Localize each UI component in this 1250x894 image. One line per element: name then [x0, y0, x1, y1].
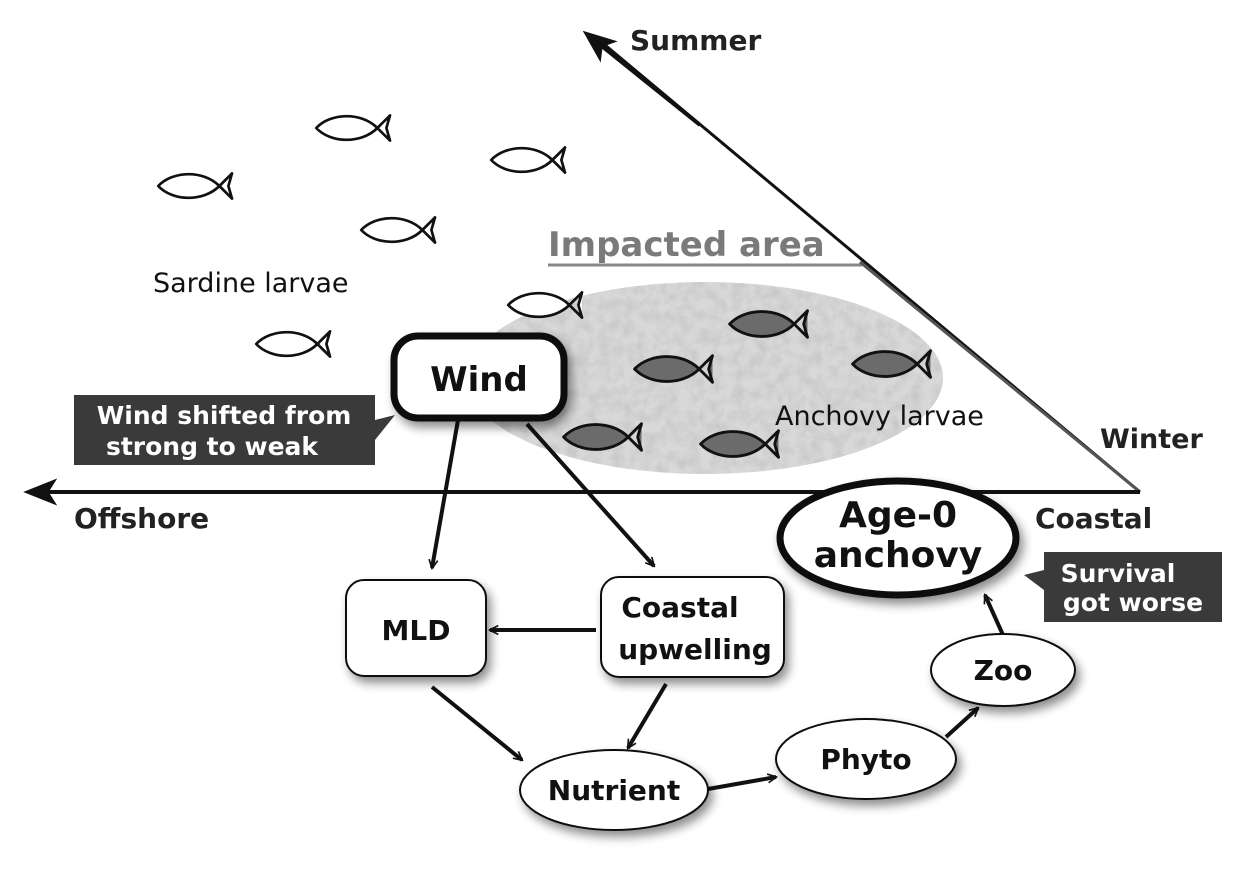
sardine-fish-icon — [254, 330, 332, 358]
zoo-node: Zoo — [930, 633, 1076, 707]
sardine-fish-icon — [359, 216, 437, 244]
arrow-wind-to-mld — [432, 419, 460, 568]
arrow-mld-to-nutrient — [430, 685, 522, 762]
offshore-label: Offshore — [74, 502, 209, 535]
impacted-area-title: Impacted area — [548, 225, 825, 265]
coastal-label: Coastal — [1035, 502, 1152, 535]
nutrient-node-label: Nutrient — [548, 774, 680, 807]
survival-callout-line1: Survival — [1061, 559, 1176, 588]
phyto-node-label: Phyto — [820, 743, 911, 776]
arrow-nutrient-to-phyto — [707, 777, 776, 791]
survival-callout-line2: got worse — [1063, 588, 1203, 617]
coastal-upwelling-label-line1: Coastal — [621, 591, 738, 624]
mld-node: MLD — [345, 579, 487, 677]
winter-label: Winter — [1100, 424, 1203, 455]
coastal-upwelling-node: Coastal upwelling — [600, 576, 785, 678]
sardine-fish-icon — [156, 172, 234, 200]
age0-anchovy-label-line2: anchovy — [814, 535, 983, 576]
zoo-node-label: Zoo — [974, 654, 1033, 687]
wind-shift-callout: Wind shifted from strong to weak — [74, 395, 395, 465]
arrow-zoo-to-age0 — [983, 595, 1005, 636]
flow-arrows — [430, 419, 1005, 791]
arrow-upwelling-to-nutrient — [626, 682, 668, 748]
sardine-fish-icon — [489, 146, 567, 174]
age0-anchovy-node: Age-0 anchovy — [776, 477, 1020, 599]
wind-node-label: Wind — [430, 360, 528, 400]
arrow-wind-to-upwelling — [525, 422, 654, 566]
nutrient-node: Nutrient — [519, 749, 709, 831]
sardine-fish-icon — [314, 114, 392, 142]
coastal-upwelling-label-line2: upwelling — [618, 633, 772, 666]
wind-shift-callout-line2: strong to weak — [106, 432, 319, 461]
sardine-larvae-label: Sardine larvae — [153, 268, 349, 299]
triangle-hypotenuse-lower — [859, 260, 1141, 494]
phyto-node: Phyto — [775, 718, 957, 800]
mld-node-label: MLD — [382, 614, 451, 647]
summer-axis-arrow — [582, 30, 702, 127]
wind-node: Wind — [390, 332, 568, 422]
wind-shift-callout-line1: Wind shifted from — [97, 401, 352, 430]
anchovy-larvae-label: Anchovy larvae — [775, 401, 984, 432]
survival-callout: Survival got worse — [1024, 552, 1222, 622]
arrow-phyto-to-zoo — [944, 708, 978, 739]
summer-label: Summer — [630, 24, 761, 57]
age0-anchovy-label-line1: Age-0 — [839, 495, 957, 536]
